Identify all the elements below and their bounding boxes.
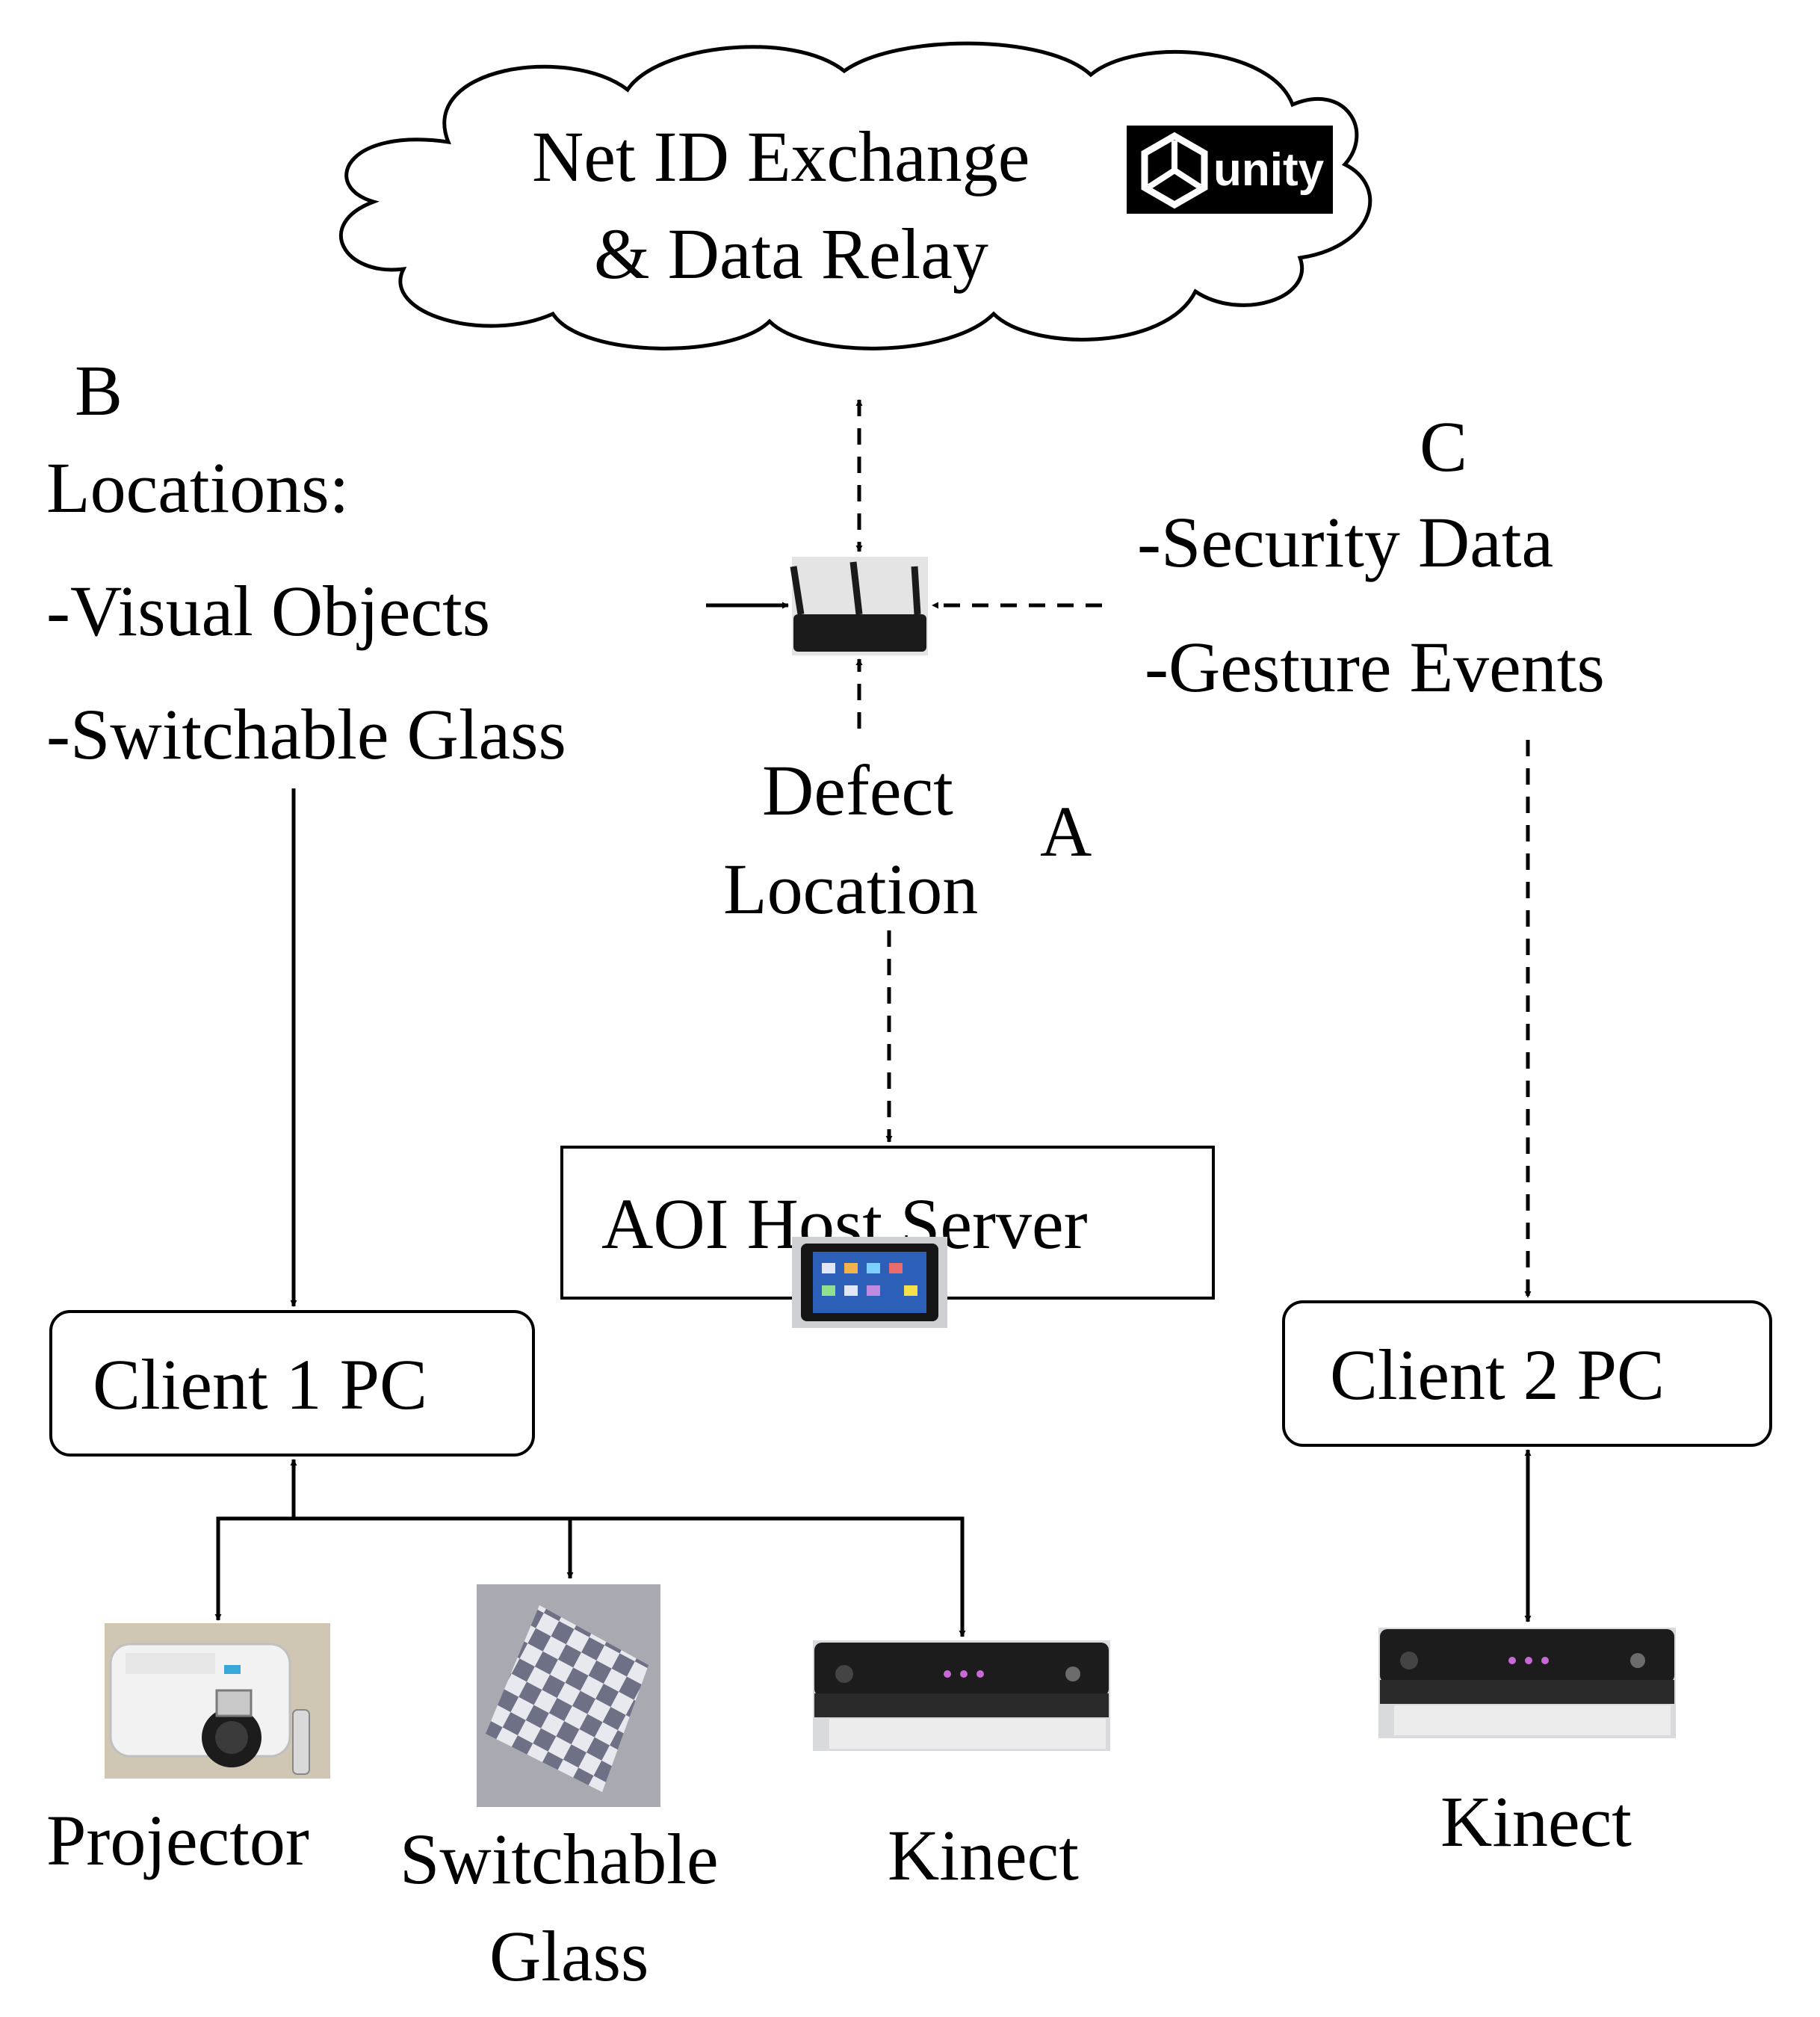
label-defect-line1: Defect: [762, 750, 953, 830]
client2-pc-label: Client 2 PC: [1330, 1335, 1665, 1415]
router-icon: [790, 557, 928, 655]
tablet-icon: [792, 1237, 947, 1328]
cloud-line1: Net ID Exchange: [532, 117, 1030, 197]
client1-pc-box: Client 1 PC: [49, 1310, 535, 1457]
kinect2-label: Kinect: [1440, 1782, 1632, 1862]
label-c-item1: -Security Data: [1137, 502, 1553, 582]
label-b-title: Locations:: [46, 448, 349, 528]
label-b-item1: -Visual Objects: [46, 571, 490, 651]
kinect1-icon: [813, 1640, 1110, 1751]
kinect2-icon: [1378, 1628, 1676, 1738]
label-a-letter: A: [1040, 791, 1092, 871]
label-c-letter: C: [1420, 407, 1467, 487]
label-b-letter: B: [75, 350, 123, 430]
kinect1-label: Kinect: [888, 1815, 1079, 1895]
glass-label-line1: Switchable: [400, 1819, 719, 1899]
label-defect-line2: Location: [723, 849, 978, 929]
cloud-shape: [338, 41, 1372, 350]
cloud-line2: & Data Relay: [594, 214, 988, 294]
unity-logo-icon: unity: [1127, 126, 1333, 214]
client2-pc-box: Client 2 PC: [1282, 1300, 1772, 1447]
projector-icon: [105, 1623, 330, 1779]
label-c-item2: -Gesture Events: [1145, 627, 1605, 707]
projector-label: Projector: [46, 1800, 309, 1880]
glass-label-line2: Glass: [489, 1916, 649, 1996]
client1-pc-label: Client 1 PC: [93, 1344, 427, 1424]
aoi-host-server-box: AOI Host Server: [560, 1146, 1215, 1300]
switchable-glass-icon: [477, 1584, 660, 1807]
unity-logo-text: unity: [1213, 144, 1325, 196]
label-b-item2: -Switchable Glass: [46, 694, 566, 774]
